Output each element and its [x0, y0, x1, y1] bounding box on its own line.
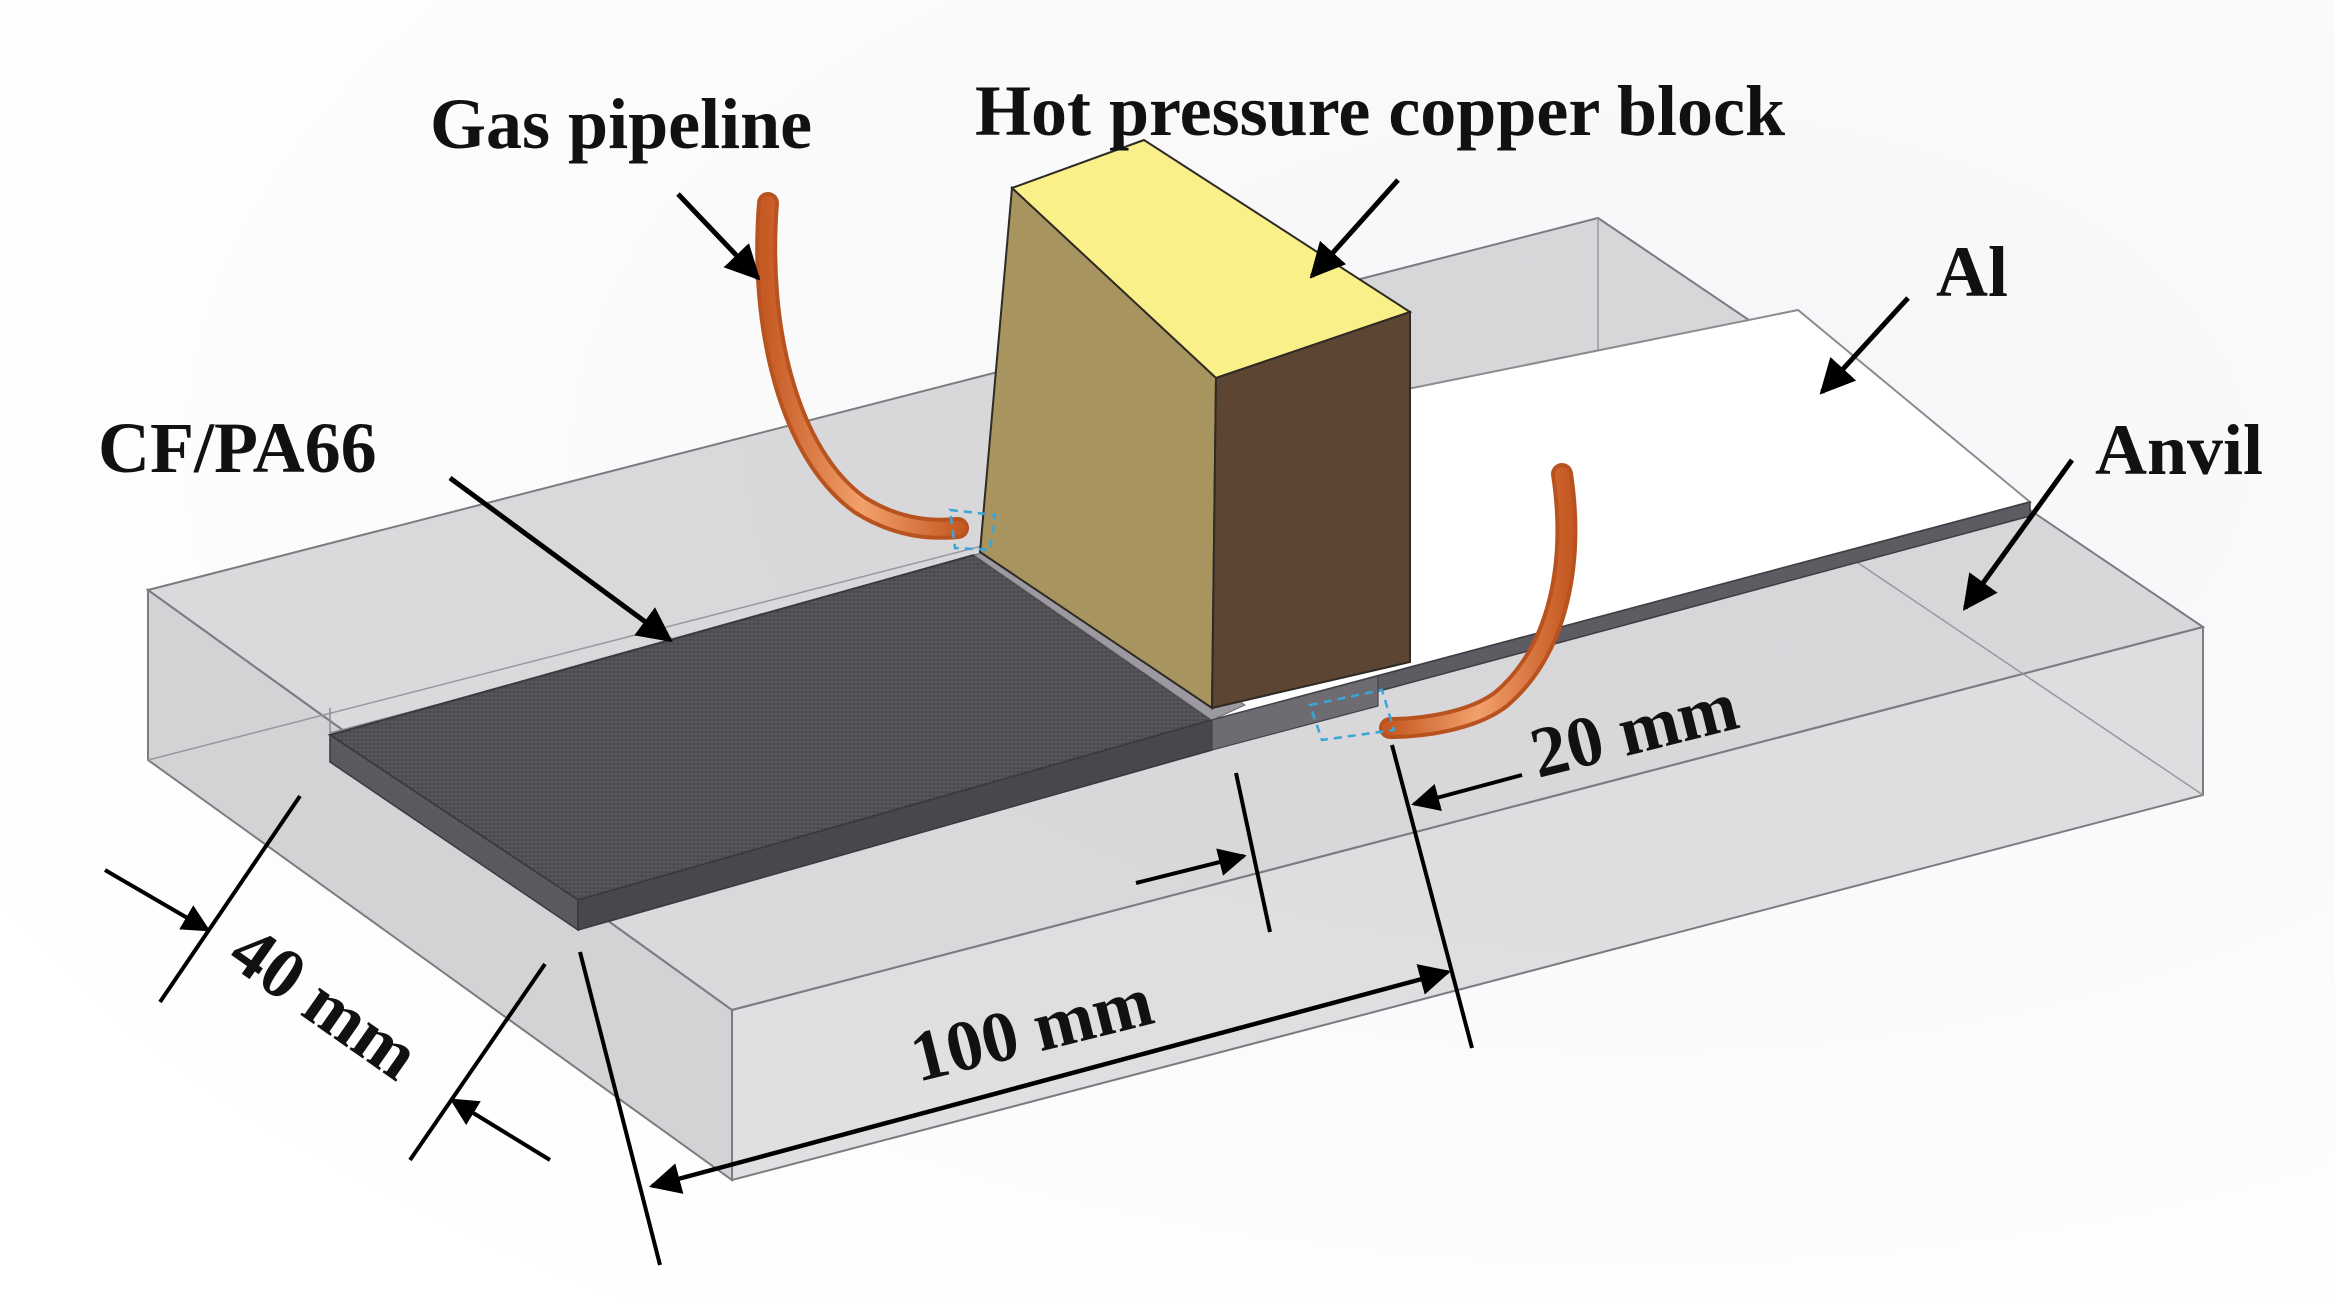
- al-sheet: [1210, 308, 2033, 737]
- overlap-end-face: [1211, 675, 1379, 751]
- gas-pipeline-left: [755, 192, 997, 552]
- copper-block-arrow: [1309, 178, 1400, 279]
- label-copper-block: Hot pressure copper block: [975, 71, 1785, 151]
- nozzle-right: [1308, 688, 1396, 742]
- dim-100-line: [648, 964, 1452, 1194]
- dim-40-arrow-2: [449, 1098, 552, 1162]
- dim-20-arrow-1: [1135, 848, 1247, 885]
- dim-20-arrow-2: [1411, 773, 1523, 811]
- label-cf-pa66: CF/PA66: [98, 408, 377, 488]
- dim-100-ext-1: [578, 951, 662, 1266]
- dim-100-ext-2: [1390, 744, 1474, 1049]
- anvil-arrow: [1962, 458, 2075, 611]
- gas-pipeline-right: [1308, 463, 1578, 742]
- dim-40-arrow-1: [103, 868, 211, 932]
- label-al: Al: [1936, 232, 2008, 312]
- dim-20-ext: [1234, 772, 1272, 933]
- leader-arrows: [448, 178, 2075, 643]
- copper-block: [978, 138, 1413, 710]
- dimension-lines: [103, 744, 1523, 1266]
- al-arrow: [1819, 296, 1910, 395]
- cf-pa66-arrow: [448, 475, 673, 643]
- nozzle-left: [948, 508, 997, 552]
- copper-block-side-face: [1210, 310, 1411, 710]
- gas-pipeline-arrow: [676, 192, 761, 281]
- label-anvil: Anvil: [2095, 410, 2263, 490]
- dim-40-ext-1: [158, 794, 302, 1004]
- label-gas-pipeline: Gas pipeline: [430, 84, 812, 164]
- dim-40-ext-2: [408, 962, 547, 1162]
